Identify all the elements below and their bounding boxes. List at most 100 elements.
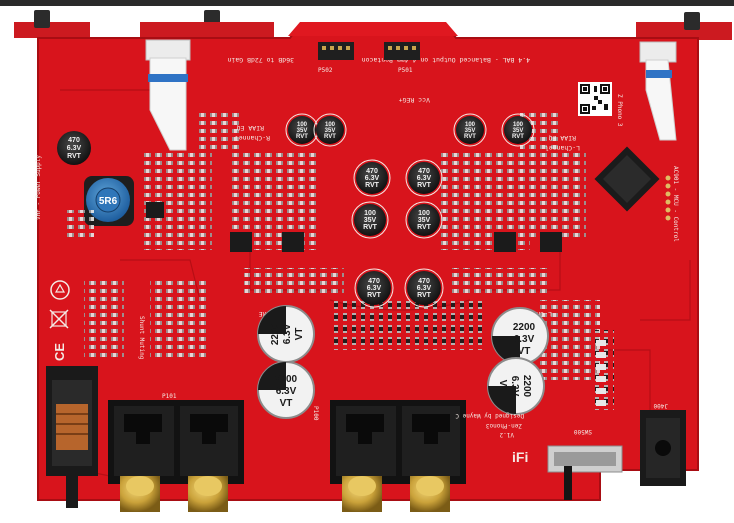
opamp-chips <box>146 202 562 252</box>
cap-text: 100 <box>465 122 476 128</box>
cap-text: 6.3V <box>417 285 432 292</box>
cap-text: 6.3V <box>276 386 297 397</box>
qr-code: Z Phono 3 <box>578 82 623 127</box>
cap-text: 2200 <box>270 322 281 345</box>
cap-text: 470 <box>68 137 80 144</box>
cap-text: 470 <box>366 168 378 175</box>
silk-output-label: 4.4 BAL - Balanced Output on 4.4mm Penta… <box>362 56 530 64</box>
ce-mark: CE <box>52 343 67 361</box>
cap-text: RVT <box>367 292 382 299</box>
riaa-eq-left: RIAA EQ <box>237 124 264 132</box>
dc-jack-left <box>46 366 98 508</box>
header-p501-label: P501 <box>398 67 413 74</box>
cap-text: 35V <box>418 217 431 224</box>
cap-text: 100 <box>297 122 308 128</box>
cap-text: 100 <box>325 122 336 128</box>
cap-text: 470 <box>368 278 380 285</box>
cap-text: 6.3V <box>67 145 82 152</box>
cap-text: VT <box>280 398 293 409</box>
recycle-icon <box>50 280 70 300</box>
header-p501: P501 <box>384 42 420 74</box>
cap-text: RVT <box>512 134 524 140</box>
channel-left-label: R-Channel <box>235 134 270 142</box>
cap-text: RVT <box>417 292 432 299</box>
cap-text: 6.3V <box>365 175 380 182</box>
cap-text: RVT <box>324 134 336 140</box>
rca-right-ref: P100 <box>312 406 319 421</box>
rca-input-right[interactable] <box>330 400 466 512</box>
cap-text: VT <box>497 380 508 393</box>
channel-right-label: L-Channel <box>545 144 580 152</box>
header-p502: P502 <box>318 42 354 74</box>
inductor-label: 5R6 <box>99 196 118 207</box>
revision-label: V1.2 <box>499 431 514 438</box>
mcu-chip: AC901 - MCU - Control <box>594 146 679 242</box>
cap-text: RVT <box>363 224 378 231</box>
cap-text: 100 <box>364 210 376 217</box>
cap-text: 2200 <box>521 375 532 398</box>
power-supply-label: VHF - Power Supply <box>35 155 42 220</box>
cap-2200-right-bottom: 2200 6.3V VT <box>487 357 545 415</box>
cap-text: 470 <box>418 168 430 175</box>
cap-text: 6.3V <box>417 175 432 182</box>
pin-header-right <box>665 175 671 221</box>
mount-bracket-right <box>636 12 732 40</box>
cap-text: 2200 <box>275 374 298 385</box>
cap-text: 2200 <box>513 322 536 333</box>
model-label: Zen-Phono3 <box>485 422 522 429</box>
cap-text: 35V <box>513 128 524 134</box>
header-p502-label: P502 <box>318 67 333 74</box>
cap-2200-left-bottom: 2200 6.3V VT <box>257 361 315 419</box>
vcc-label: Vcc REG+ <box>399 96 430 104</box>
cap-text: RVT <box>67 153 82 160</box>
riaa-eq-right: RIAA EQ <box>549 134 576 142</box>
cap-text: 6.3V <box>282 323 293 344</box>
led-strip <box>596 340 606 406</box>
cap-text: 35V <box>325 128 336 134</box>
dc-jack-right[interactable] <box>640 410 686 486</box>
cap-text: 6.3V <box>509 376 520 397</box>
switch-ref: SW500 <box>574 428 592 435</box>
ifi-logo: iFi <box>512 449 528 465</box>
power-cap: 470 6.3V RVT <box>57 131 91 165</box>
cap-text: RVT <box>464 134 476 140</box>
rca-input-left[interactable] <box>108 400 244 512</box>
ribbon-cable-right <box>639 41 677 141</box>
cap-2200-left-top: 2200 6.3V VT <box>257 305 315 363</box>
cap-text: RVT <box>417 182 432 189</box>
shunt-label: Shunt Muting <box>138 316 145 360</box>
weee-icon <box>49 309 69 329</box>
cap-text: 35V <box>364 217 377 224</box>
inductor: 5R6 <box>84 176 134 226</box>
cap-text: 35V <box>297 128 308 134</box>
cap-text: 6.3V <box>367 285 382 292</box>
silk-gain-label: 36dB to 72dB Gain <box>227 56 294 64</box>
jack-ref: J400 <box>653 402 668 409</box>
cap-text: 35V <box>465 128 476 134</box>
cap-text: 470 <box>418 278 430 285</box>
cap-text: RVT <box>296 134 308 140</box>
gain-switch[interactable] <box>547 445 623 500</box>
cap-text: 100 <box>418 210 430 217</box>
mcu-label: AC901 - MCU - Control <box>672 166 679 242</box>
cap-text: 100 <box>513 122 524 128</box>
cap-text: RVT <box>365 182 380 189</box>
rca-left-ref: P101 <box>162 393 177 400</box>
cap-2200-right-top: 2200 6.3V VT <box>491 307 549 365</box>
cap-text: VT <box>518 346 531 357</box>
cap-text: 6.3V <box>514 334 535 345</box>
mount-bracket-left <box>14 10 274 38</box>
cap-text: VT <box>294 328 305 341</box>
cap-text: RVT <box>417 224 432 231</box>
qr-caption: Z Phono 3 <box>616 94 623 127</box>
